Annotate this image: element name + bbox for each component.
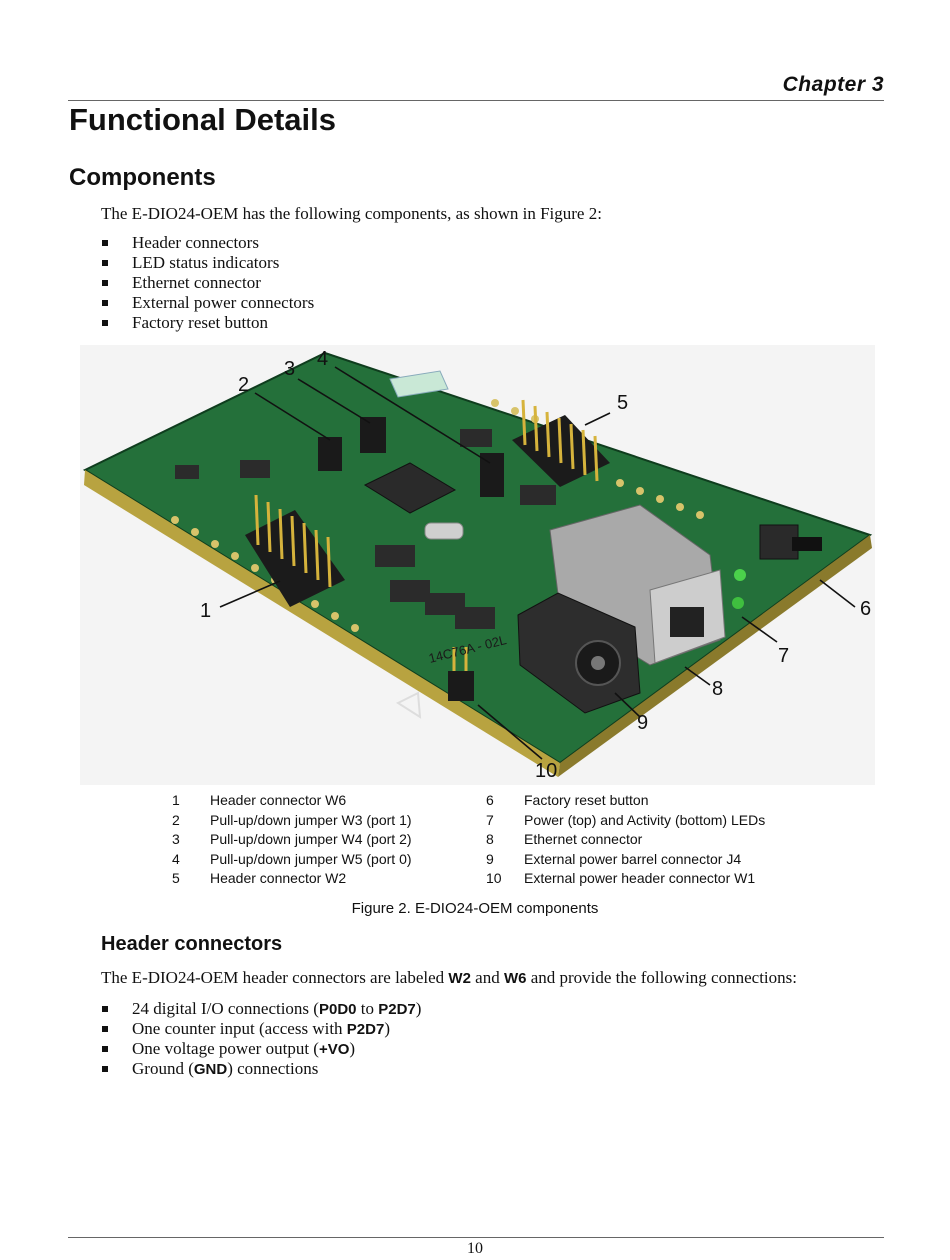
figure-caption: Figure 2. E-DIO24-OEM components <box>351 900 599 917</box>
legend-number: 5 <box>172 870 180 887</box>
callout-9: 9 <box>637 712 648 734</box>
legend-number: 3 <box>172 831 180 848</box>
callout-3: 3 <box>284 358 295 380</box>
legend-text: Pull-up/down jumper W5 (port 0) <box>210 850 412 867</box>
power-led <box>734 569 746 581</box>
legend-text: External power barrel connector J4 <box>524 850 742 867</box>
legend-row: 4 Pull-up/down jumper W5 (port 0) 9 Exte… <box>165 850 765 870</box>
header-w6 <box>245 494 345 607</box>
jumper-w5 <box>480 453 504 497</box>
list-item: One voltage power output (+VO) <box>101 1039 421 1059</box>
bullet-icon <box>102 260 108 266</box>
legend-text: Header connector W6 <box>210 792 347 808</box>
legend-text: Header connector W2 <box>210 870 347 887</box>
legend-row: 2 Pull-up/down jumper W3 (port 1) 7 Powe… <box>165 811 765 831</box>
activity-led <box>732 597 744 609</box>
board-figure: 14C76A - 02L 1 2 3 4 5 6 7 8 9 10 <box>80 345 875 785</box>
callout-4: 4 <box>317 348 328 370</box>
bullet-icon <box>102 1066 108 1072</box>
callout-7: 7 <box>778 645 789 667</box>
list-item: Ethernet connector <box>101 273 314 293</box>
legend-number: 1 <box>172 792 180 808</box>
callout-6: 6 <box>860 598 871 620</box>
page-title: Functional Details <box>69 102 336 137</box>
legend-text: Power (top) and Activity (bottom) LEDs <box>524 811 766 828</box>
bullet-icon <box>102 1006 108 1012</box>
bullet-icon <box>102 280 108 286</box>
pcb-edge <box>84 470 560 777</box>
legend-text: Pull-up/down jumper W4 (port 2) <box>210 831 412 848</box>
footer-rule <box>68 1237 884 1238</box>
list-item: Factory reset button <box>101 313 314 333</box>
section-heading-components: Components <box>69 164 216 191</box>
figure-legend: 1 Header connector W6 6 Factory reset bu… <box>165 791 765 889</box>
header-connectors-intro: The E-DIO24-OEM header connectors are la… <box>101 968 797 987</box>
bullet-icon <box>102 240 108 246</box>
callout-5: 5 <box>617 392 628 414</box>
bullet-icon <box>102 300 108 306</box>
legend-number: 2 <box>172 811 180 828</box>
bullet-icon <box>102 320 108 326</box>
connections-list: 24 digital I/O connections (P0D0 to P2D7… <box>101 999 421 1079</box>
main-chip <box>363 462 457 514</box>
pcb-edge-side <box>558 535 872 777</box>
header-w2 <box>512 399 610 487</box>
board-sticker <box>389 370 449 398</box>
legend-row: 3 Pull-up/down jumper W4 (port 2) 8 Ethe… <box>165 830 765 850</box>
page-number: 10 <box>467 1240 483 1257</box>
list-item: 24 digital I/O connections (P0D0 to P2D7… <box>101 999 421 1019</box>
list-item: Ground (GND) connections <box>101 1059 421 1079</box>
callout-2: 2 <box>238 374 249 396</box>
legend-text: Pull-up/down jumper W3 (port 1) <box>210 811 412 828</box>
warning-icon <box>395 691 422 719</box>
list-item: External power connectors <box>101 293 314 313</box>
components-list: Header connectors LED status indicators … <box>101 233 314 333</box>
header-rule <box>68 100 884 101</box>
section-heading-header-connectors: Header connectors <box>101 933 283 955</box>
legend-text: Ethernet connector <box>524 831 643 848</box>
legend-row: 5 Header connector W2 10 External power … <box>165 869 765 889</box>
legend-text: Factory reset button <box>524 792 649 808</box>
bullet-icon <box>102 1026 108 1032</box>
list-item: Header connectors <box>101 233 314 253</box>
list-item: One counter input (access with P2D7) <box>101 1019 421 1039</box>
jumper-w3 <box>318 437 342 471</box>
legend-text: External power header connector W1 <box>524 870 756 887</box>
power-barrel <box>517 592 641 714</box>
legend-number: 6 <box>486 792 494 808</box>
legend-number: 8 <box>486 831 494 848</box>
callout-lines <box>219 366 856 760</box>
legend-number: 4 <box>172 850 180 867</box>
crystal <box>424 522 464 540</box>
bullet-icon <box>102 1046 108 1052</box>
callout-10: 10 <box>535 760 557 782</box>
legend-number: 9 <box>486 850 494 867</box>
callout-1: 1 <box>200 600 211 622</box>
legend-row: 1 Header connector W6 6 Factory reset bu… <box>165 791 765 811</box>
jumper-w4 <box>360 417 386 453</box>
callout-numbers: 1 2 3 4 5 6 7 8 9 10 <box>200 348 871 782</box>
legend-number: 7 <box>486 811 494 828</box>
components-intro: The E-DIO24-OEM has the following compon… <box>101 204 602 223</box>
list-item: LED status indicators <box>101 253 314 273</box>
legend-number: 10 <box>486 870 502 887</box>
callout-8: 8 <box>712 678 723 700</box>
header-w1 <box>448 647 474 701</box>
chapter-label: Chapter 3 <box>782 73 884 96</box>
small-ics <box>175 429 556 629</box>
reset-button <box>759 524 822 560</box>
